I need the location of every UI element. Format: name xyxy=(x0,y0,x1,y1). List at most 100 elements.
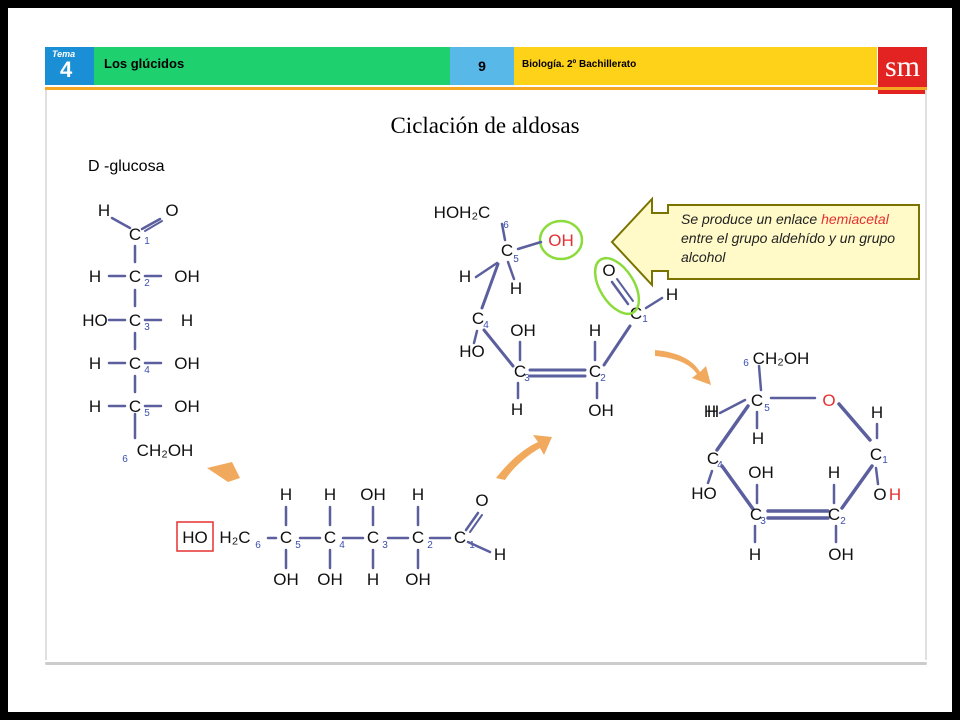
substituent-h: H xyxy=(589,321,601,340)
carbon-label: C xyxy=(501,241,513,260)
substituent-left: H xyxy=(89,354,101,373)
substituent-bottom: OH xyxy=(317,570,343,589)
carbon-label: C xyxy=(750,505,762,524)
substituent-top: H xyxy=(324,485,336,504)
bond-line xyxy=(474,261,499,279)
aldehyde-o-label: O xyxy=(602,261,615,280)
carbon-label: C xyxy=(707,449,719,468)
carbon-index: 3 xyxy=(382,540,388,551)
callout-highlight: hemiacetal xyxy=(821,211,889,227)
carbon-index: 1 xyxy=(882,455,888,466)
carbon-index: 5 xyxy=(295,540,301,551)
subject-label: Biología. 2º Bachillerato xyxy=(522,59,637,70)
bond-line xyxy=(837,402,872,442)
anomeric-oh-h: H xyxy=(889,485,901,504)
bond-line xyxy=(516,240,543,251)
bottom-border xyxy=(45,662,927,665)
hydroxyl-label: OH xyxy=(548,231,574,250)
aldehyde-o-label: O xyxy=(165,201,178,220)
carbon-label: C xyxy=(589,362,601,381)
process-arrow-left xyxy=(207,462,240,482)
carbonyl-highlight-ellipse xyxy=(593,256,641,316)
carbon-index: 5 xyxy=(144,408,150,419)
left-border xyxy=(45,90,47,660)
carbon-index: 2 xyxy=(840,516,846,527)
bond-line xyxy=(466,540,492,554)
substituent-h: H xyxy=(752,429,764,448)
slide-title: Ciclación de aldosas xyxy=(390,113,580,138)
aldehyde-h-label: H xyxy=(666,285,678,304)
bond-line xyxy=(616,278,634,302)
bond-line xyxy=(480,262,500,310)
bond-line xyxy=(874,466,880,486)
carbon-index: 2 xyxy=(427,540,433,551)
substituent-h: H xyxy=(828,463,840,482)
carbon-index: 6 xyxy=(503,220,509,231)
tema-badge: Tema 4 xyxy=(45,47,94,85)
bond-line xyxy=(506,260,516,281)
substituent-bottom: OH xyxy=(405,570,431,589)
bond-line xyxy=(718,398,747,415)
carbon-index: 2 xyxy=(144,278,150,289)
slide xyxy=(8,8,952,712)
carbon-index: 6 xyxy=(255,540,261,551)
carbon-label: C xyxy=(129,267,141,286)
substituent-h: H xyxy=(749,545,761,564)
carbon-label: C xyxy=(412,528,424,547)
carbon-index: 1 xyxy=(144,236,150,247)
carbon-index: 3 xyxy=(524,373,530,384)
carbon-index: 1 xyxy=(469,540,475,551)
header-bar: Tema 4 Los glúcidos 9 Biología. 2º Bachi… xyxy=(45,47,927,94)
aldehyde-o-label: O xyxy=(475,491,488,510)
carbon-label: C xyxy=(129,397,141,416)
substituent-h: H xyxy=(459,267,471,286)
ho-label: HO xyxy=(691,484,717,503)
substituent-right: OH xyxy=(174,397,200,416)
substituent-right: H xyxy=(181,311,193,330)
bond-line xyxy=(706,469,714,485)
ch2oh-label: CH₂OH xyxy=(137,441,194,460)
ring-oxygen-label: O xyxy=(822,391,835,410)
hydroxyl-label: HO xyxy=(182,528,208,547)
carbon-index: 4 xyxy=(717,460,723,471)
oh-label: OH xyxy=(510,321,536,340)
bond-line xyxy=(757,364,763,392)
substituent-right: OH xyxy=(174,267,200,286)
aldehyde-h-label: H xyxy=(494,545,506,564)
bond-line xyxy=(482,328,515,368)
oh-label: OH xyxy=(748,463,774,482)
right-border xyxy=(925,90,927,660)
bond-line xyxy=(610,280,630,306)
carbon-label: C xyxy=(367,528,379,547)
topic-title: Los glúcidos xyxy=(104,56,185,71)
subject-band: Biología. 2º Bachillerato xyxy=(514,47,877,85)
process-arrow-right xyxy=(655,350,711,385)
carbon-index: 4 xyxy=(339,540,345,551)
carbon-label: C xyxy=(828,505,840,524)
substituent-h: H xyxy=(510,279,522,298)
carbon-index: 3 xyxy=(144,322,150,333)
bond-line xyxy=(720,464,755,511)
carbon-label: C xyxy=(870,445,882,464)
carbon-label: C xyxy=(630,304,642,323)
tema-number: 4 xyxy=(60,57,73,82)
hydroxyl-highlight-ellipse xyxy=(538,219,584,261)
carbon-index: 4 xyxy=(144,365,150,376)
anomeric-oh-o: O xyxy=(873,485,886,504)
process-arrow-middle xyxy=(496,435,552,480)
substituent-top: H xyxy=(280,485,292,504)
aldehyde-h-label: H xyxy=(98,201,110,220)
carbon-label: C xyxy=(751,391,763,410)
tema-label: Tema xyxy=(52,49,76,59)
substituent-h: H xyxy=(871,403,883,422)
carbon-label: C xyxy=(129,354,141,373)
bond-line xyxy=(602,324,632,367)
carbon-label: C xyxy=(280,528,292,547)
carbon-label: C xyxy=(129,311,141,330)
callout-part2: entre el grupo aldehído y un grupo alcoh… xyxy=(681,230,896,265)
oh-label: OH xyxy=(828,545,854,564)
bond-line xyxy=(715,404,750,452)
topic-title-band: Los glúcidos xyxy=(94,47,450,85)
callout-part1: Se produce un enlace xyxy=(681,211,822,227)
